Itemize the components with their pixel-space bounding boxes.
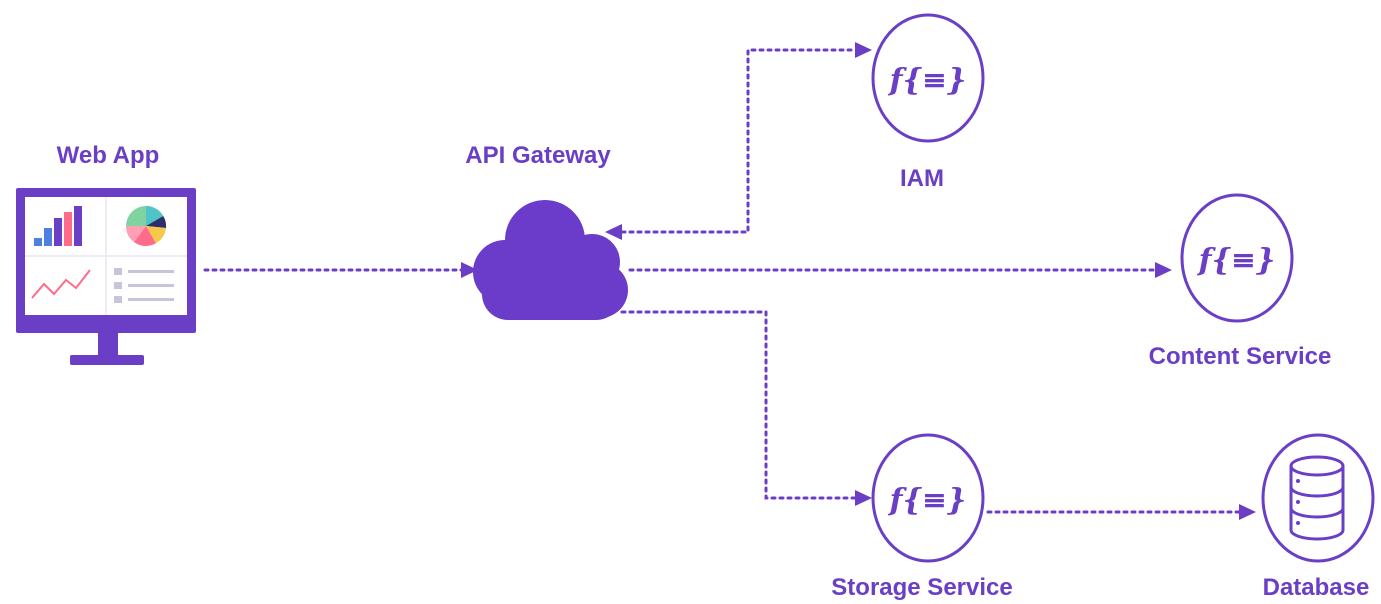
monitor-dashboard-icon — [16, 188, 196, 365]
api-gateway-label: API Gateway — [465, 142, 611, 169]
database-icon — [1261, 433, 1375, 563]
connector-gateway-to-content — [628, 262, 1172, 278]
line-graph-icon — [31, 269, 91, 299]
api-gateway-node: API Gateway — [465, 142, 628, 320]
svg-text:f{≡}: f{≡} — [888, 483, 967, 518]
connector-webapp-to-gateway — [203, 262, 478, 278]
cloud-icon — [473, 200, 628, 320]
function-icon: f{≡} — [871, 433, 985, 563]
function-icon: f{≡} — [871, 13, 985, 143]
iam-node: f{≡} IAM — [871, 13, 985, 192]
svg-text:f{≡}: f{≡} — [1197, 243, 1276, 278]
storage-service-node: f{≡} Storage Service — [831, 433, 1013, 601]
connector-gateway-iam — [605, 42, 872, 240]
content-service-label: Content Service — [1149, 343, 1332, 370]
connectors — [203, 42, 1256, 520]
web-app-label: Web App — [57, 142, 160, 169]
pie-chart-icon — [126, 206, 167, 246]
svg-text:f{≡}: f{≡} — [888, 63, 967, 98]
web-app-node: Web App — [16, 142, 196, 365]
database-label: Database — [1263, 574, 1370, 601]
bar-chart-icon — [34, 206, 82, 246]
function-icon: f{≡} — [1180, 193, 1294, 323]
content-service-node: f{≡} Content Service — [1149, 193, 1332, 370]
connector-storage-to-database — [986, 504, 1256, 520]
connector-gateway-to-storage — [620, 310, 872, 506]
list-icon — [114, 268, 174, 303]
storage-service-label: Storage Service — [831, 574, 1012, 601]
iam-label: IAM — [900, 165, 944, 192]
database-node: Database — [1261, 433, 1375, 601]
